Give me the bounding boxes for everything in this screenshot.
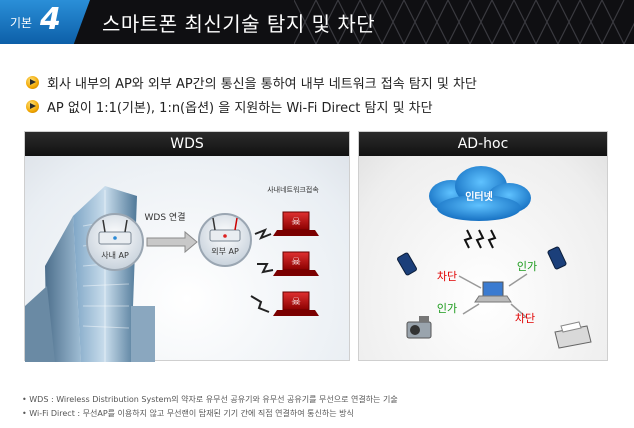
internal-ap-icon xyxy=(86,213,144,271)
allow-label: 인가 xyxy=(517,260,537,273)
smartphone-icon xyxy=(547,246,567,270)
internal-ap-label: 사내 AP xyxy=(101,251,129,260)
adhoc-panel: AD-hoc xyxy=(358,131,608,361)
svg-text:☠: ☠ xyxy=(291,215,301,228)
section-badge xyxy=(0,0,90,44)
printer-icon xyxy=(554,321,592,349)
footnotes: • WDS : Wireless Distribution System의 약자… xyxy=(22,393,398,421)
play-bullet-icon xyxy=(26,99,39,113)
wds-panel-title: WDS xyxy=(25,132,349,156)
page-title: 스마트폰 최신기술 탐지 및 차단 xyxy=(102,12,376,36)
wds-link-label: WDS 연결 xyxy=(145,212,186,223)
svg-text:☠: ☠ xyxy=(291,255,301,268)
internet-cloud-icon xyxy=(429,166,531,221)
header-pattern xyxy=(294,0,634,44)
building-icon xyxy=(25,186,155,362)
footnote-wds: • WDS : Wireless Distribution System의 약자… xyxy=(22,395,398,404)
adhoc-diagram: 인터넷 차단 인가 인가 차단 xyxy=(359,156,607,360)
badge-number: 4 xyxy=(40,2,61,37)
infected-pc-icon: ☠ xyxy=(273,251,319,276)
bullet-text: 회사 내부의 AP와 외부 AP간의 통신을 통하여 내부 네트워크 접속 탐지… xyxy=(47,76,477,92)
external-ap-icon xyxy=(198,213,252,267)
connection-lines xyxy=(458,273,528,319)
network-access-label: 사내네트워크접속 xyxy=(267,185,319,194)
signal-bolt-icon xyxy=(463,229,497,249)
badge-label: 기본 xyxy=(10,16,33,30)
slide-header: 기본 4 스마트폰 최신기술 탐지 및 차단 xyxy=(0,0,634,44)
bullet-item: 회사 내부의 AP와 외부 AP간의 통신을 통하여 내부 네트워크 접속 탐지… xyxy=(26,70,477,94)
svg-text:☠: ☠ xyxy=(291,295,301,308)
footnote-wifi-direct: • Wi-Fi Direct : 무선AP를 이용하지 않고 무선랜이 탑재된 … xyxy=(22,409,354,418)
infected-pc-icon: ☠ xyxy=(273,291,319,316)
wds-link-arrow-icon xyxy=(146,230,198,254)
external-ap-label: 외부 AP xyxy=(211,246,239,256)
adhoc-panel-title: AD-hoc xyxy=(359,132,607,156)
smartphone-icon xyxy=(397,252,417,276)
infected-pc-icon: ☠ xyxy=(273,211,319,236)
laptop-icon xyxy=(474,281,512,303)
allow-label: 인가 xyxy=(437,302,457,315)
bullet-list: 회사 내부의 AP와 외부 AP간의 통신을 통하여 내부 네트워크 접속 탐지… xyxy=(26,70,477,118)
block-label: 차단 xyxy=(437,270,457,283)
signal-bolt-icon xyxy=(250,228,274,313)
bullet-item: AP 없이 1:1(기본), 1:n(옵션) 을 지원하는 Wi-Fi Dire… xyxy=(26,94,477,118)
wds-diagram: ☠ ☠ ☠ WDS 연결 사내 AP 외부 AP 사내네트워크접속 xyxy=(25,156,349,362)
block-label: 차단 xyxy=(515,312,535,325)
wds-panel: WDS xyxy=(24,131,350,362)
camera-icon xyxy=(406,316,432,339)
internet-label: 인터넷 xyxy=(465,190,493,203)
play-bullet-icon xyxy=(26,75,39,89)
bullet-text: AP 없이 1:1(기본), 1:n(옵션) 을 지원하는 Wi-Fi Dire… xyxy=(47,100,433,116)
